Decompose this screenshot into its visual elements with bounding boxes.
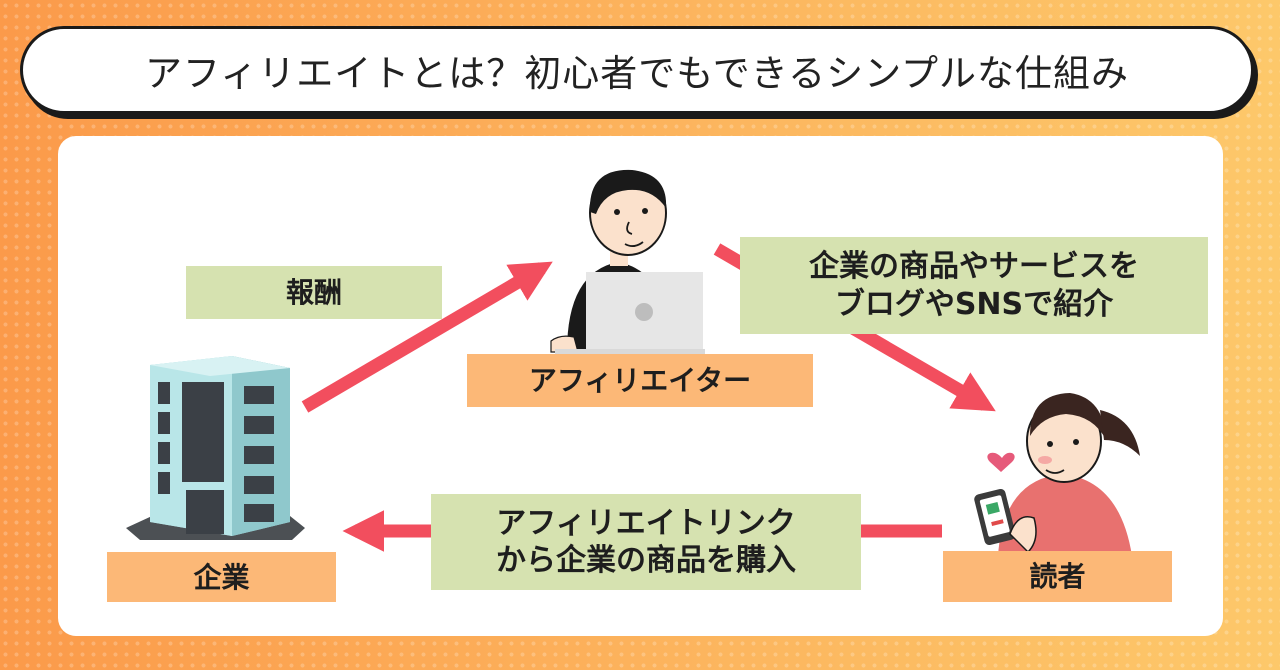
purchase-label: アフィリエイトリンク から企業の商品を購入 <box>431 494 861 590</box>
heart-icon <box>987 452 1015 472</box>
reader-label: 読者 <box>1029 560 1086 593</box>
affiliator-node: アフィリエイター <box>467 354 813 407</box>
title-banner: アフィリエイトとは？初心者でもできるシンプルな仕組み <box>20 26 1254 114</box>
reader-node: 読者 <box>943 551 1172 602</box>
purchase-text-line1: アフィリエイトリンク <box>496 505 796 541</box>
company-node: 企業 <box>107 552 336 602</box>
reward-text: 報酬 <box>285 276 342 309</box>
introduce-label: 企業の商品やサービスを ブログやSNSで紹介 <box>740 237 1208 334</box>
company-building-illustration <box>126 356 305 540</box>
introduce-text-line1: 企業の商品やサービスを <box>809 249 1139 284</box>
page-title: アフィリエイトとは？初心者でもできるシンプルな仕組み <box>145 52 1129 95</box>
company-label: 企業 <box>193 560 250 594</box>
reader-illustration <box>974 393 1140 556</box>
smartphone-icon <box>974 488 1016 546</box>
purchase-text-line2: から企業の商品を購入 <box>496 543 796 578</box>
introduce-text-line2: ブログやSNSで紹介 <box>834 286 1114 322</box>
reward-label: 報酬 <box>186 266 442 319</box>
affiliator-label: アフィリエイター <box>528 364 752 397</box>
affiliator-illustration <box>550 169 705 355</box>
reward-arrow <box>301 261 553 413</box>
